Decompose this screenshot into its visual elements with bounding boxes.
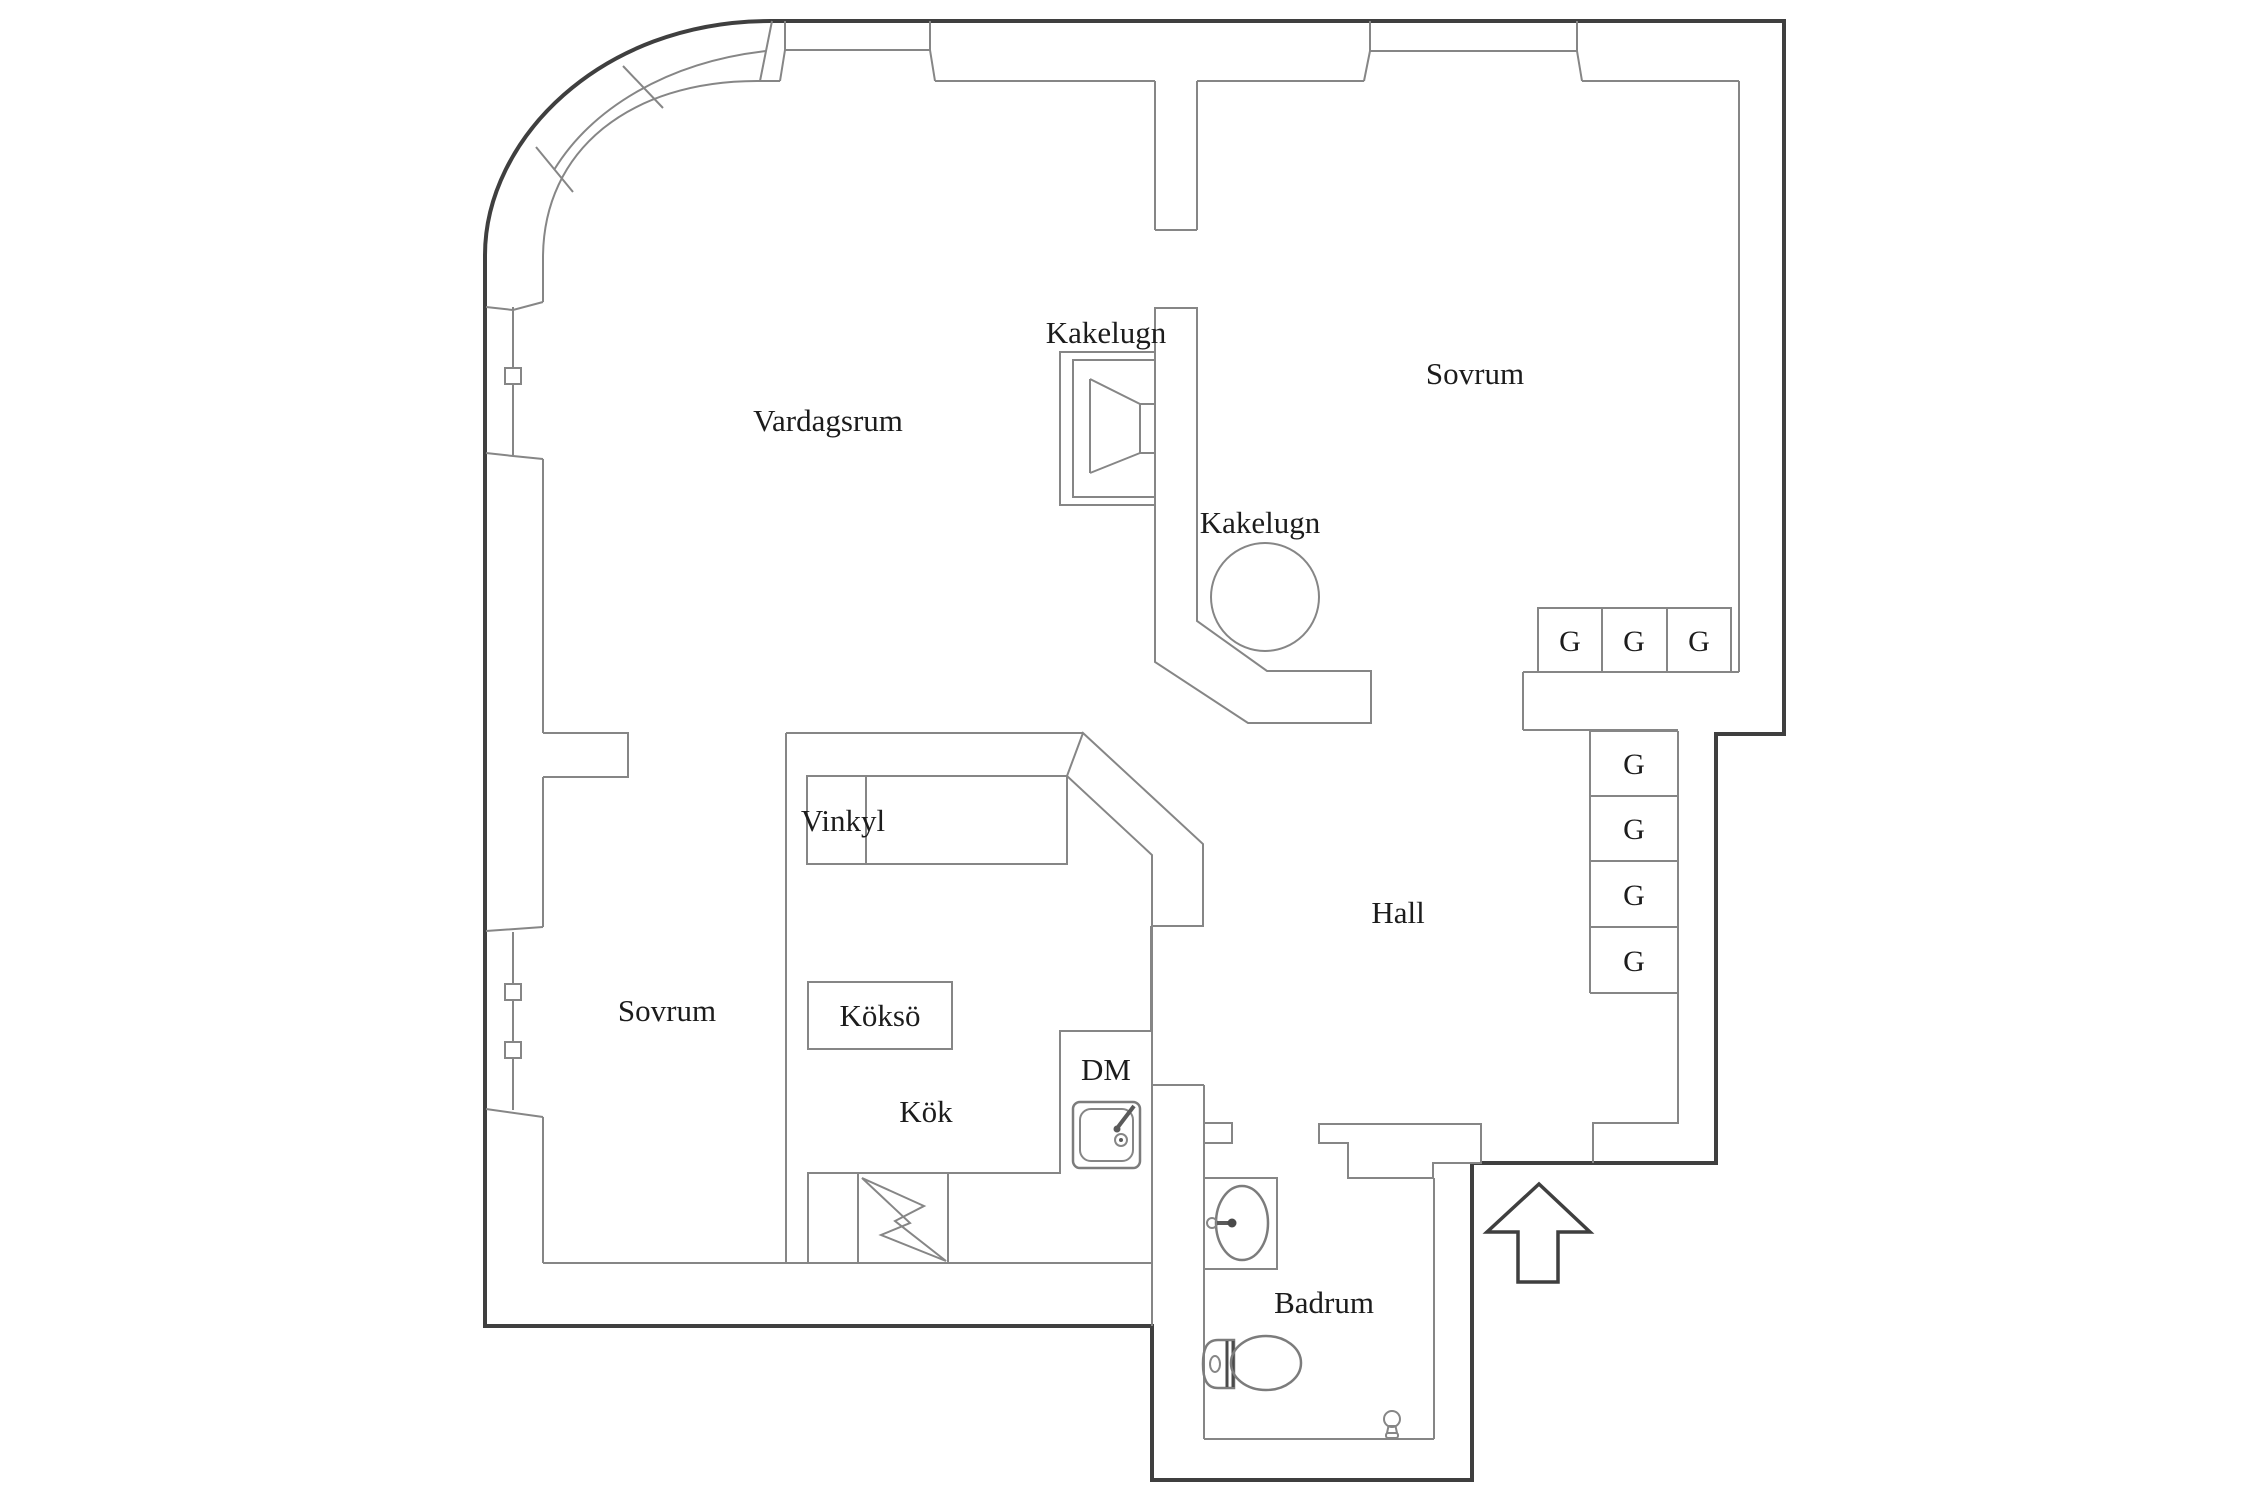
round-tiled-stove-icon — [1210, 542, 1320, 652]
garderob-label: G — [1623, 625, 1645, 658]
electric-stove-lightning-icon — [857, 1172, 949, 1264]
feature-label-kokso: Köksö — [840, 998, 921, 1033]
bathroom-door-jamb-stub — [1204, 1122, 1233, 1144]
bathroom-tap-spout — [1227, 1218, 1237, 1228]
curved-window-divider — [622, 65, 664, 109]
room-divider-diagonal-wall — [1154, 307, 1372, 724]
lightning-bolt — [861, 1177, 947, 1262]
inner-curved-corner — [542, 80, 758, 259]
window-handle-icon — [504, 1041, 522, 1059]
feature-label-dm: DM — [1081, 1052, 1131, 1087]
hall-west-wall — [1065, 731, 1204, 927]
garderob-label: G — [1623, 945, 1645, 978]
toilet-hinge — [1225, 1341, 1235, 1387]
floor-drain-icon — [1383, 1410, 1401, 1439]
room-label-sovrum-left: Sovrum — [618, 993, 716, 1028]
sovrum-south-wall-band — [1522, 671, 1739, 731]
sink-faucet-head — [1113, 1125, 1121, 1133]
garderob-column-right — [1589, 730, 1678, 994]
fireplace-funnel — [1089, 378, 1141, 474]
wine-fridge-cabinet-row — [806, 775, 1068, 865]
room-divider-stub-wall — [1154, 81, 1198, 231]
toilet-tank — [1201, 1338, 1236, 1390]
garderob-label: G — [1559, 625, 1581, 658]
kitchen-counter — [807, 926, 1152, 1263]
garderob-label: G — [1623, 748, 1645, 781]
hall-south-wall — [1318, 1123, 1482, 1179]
kitchen-fixtures — [806, 775, 1152, 1264]
cabinet-row-box — [806, 775, 1068, 865]
sink-drain-dot — [1119, 1138, 1123, 1142]
toilet-icon — [1201, 1334, 1303, 1392]
window-top-sovrum — [1363, 21, 1583, 82]
tiled-stove-fireplace-icon — [1059, 351, 1156, 506]
garderob-closets: G G G G G G G — [1537, 607, 1732, 994]
stoves — [1059, 351, 1320, 652]
garderob-label: G — [1623, 879, 1645, 912]
garderob-label: G — [1623, 813, 1645, 846]
windows — [485, 20, 1583, 1118]
curved-window-glazing — [553, 50, 767, 171]
room-label-badrum: Badrum — [1274, 1285, 1374, 1320]
inner-top-wall — [757, 80, 1740, 672]
sink-faucet — [1116, 1104, 1136, 1129]
garderob-row-top — [1537, 607, 1732, 672]
bathroom-sink-icon — [1203, 1177, 1278, 1270]
room-label-vardagsrum: Vardagsrum — [753, 403, 903, 438]
entrance-arrow-icon — [1482, 1181, 1595, 1284]
toilet-flush — [1209, 1355, 1221, 1373]
window-handle-icon — [504, 367, 522, 385]
room-label-hall: Hall — [1371, 895, 1424, 930]
window-handle-icon — [504, 983, 522, 1001]
feature-label-kakelugn-top: Kakelugn — [1046, 315, 1167, 350]
room-labels: Vardagsrum Sovrum Sovrum Hall Kök Badrum… — [618, 315, 1524, 1320]
garderob-label: G — [1688, 625, 1710, 658]
room-label-kok: Kök — [899, 1094, 953, 1129]
toilet-bowl — [1229, 1334, 1303, 1392]
sink-outer — [1071, 1100, 1142, 1170]
window-curved-corner — [535, 20, 773, 193]
outer-wall-outline — [483, 19, 1786, 1482]
feature-label-kakelugn-round: Kakelugn — [1200, 505, 1321, 540]
sink-basin — [1079, 1108, 1134, 1162]
room-label-sovrum-top: Sovrum — [1426, 356, 1524, 391]
kitchen-sink-icon — [1071, 1100, 1142, 1170]
outer-walls — [483, 19, 1786, 1482]
window-top-vardagsrum — [779, 21, 936, 82]
kitchen-island-box — [807, 981, 953, 1050]
sink-drain — [1114, 1133, 1128, 1147]
window-left-lower — [485, 926, 544, 1118]
feature-label-vinkyl: Vinkyl — [801, 803, 885, 838]
sovrum-left-wall-stub — [543, 732, 629, 778]
drain-knob-base — [1385, 1432, 1399, 1439]
bathroom-fixtures — [1201, 1177, 1401, 1439]
fireplace-flue — [1139, 403, 1156, 454]
bathroom-west-wall-lines — [1151, 926, 1435, 1440]
drain-knob-head — [1383, 1410, 1401, 1428]
